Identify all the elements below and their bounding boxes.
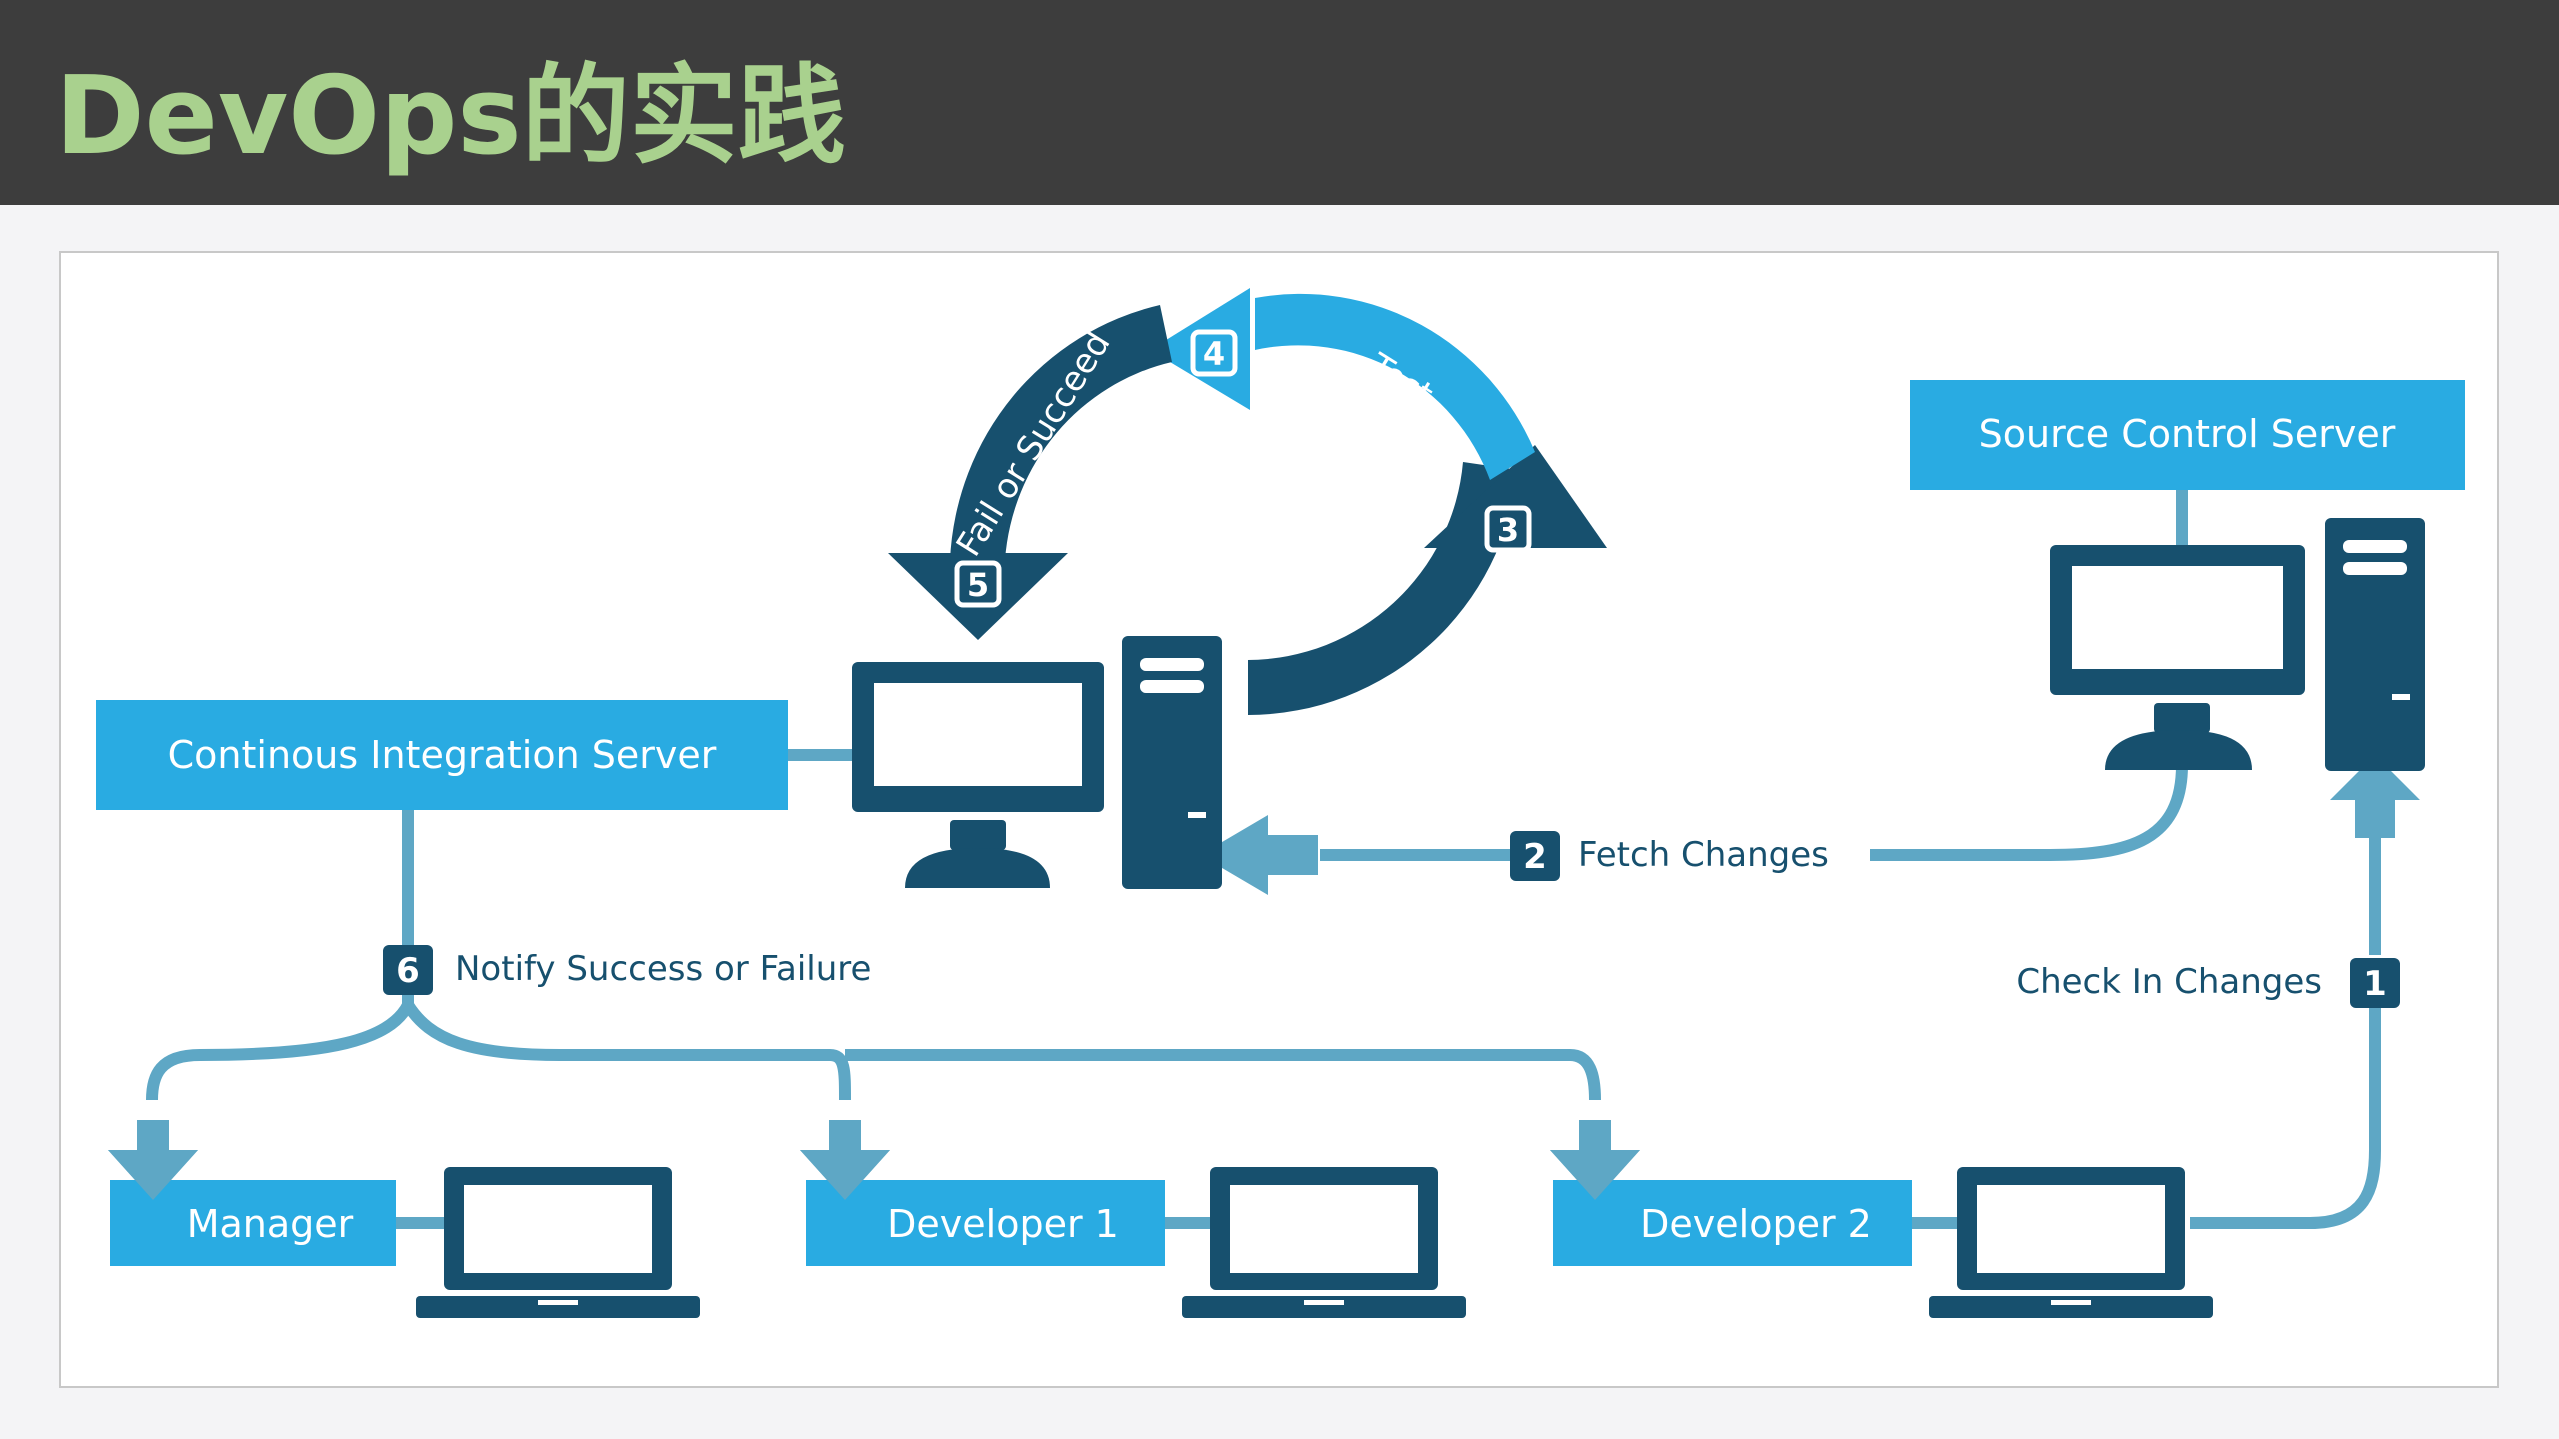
svg-text:Developer 1: Developer 1 — [887, 1202, 1119, 1246]
developer2-box: Developer 2 — [1553, 1180, 1912, 1266]
ci-server-box: Continous Integration Server — [96, 700, 788, 810]
cycle-label-fail-or-succeed: Fail or Succeed — [949, 325, 1119, 564]
step-badge-3: 3 — [1484, 505, 1532, 553]
manager-box: Manager — [110, 1180, 396, 1266]
svg-text:6: 6 — [396, 951, 420, 991]
source-workstation-icon — [2050, 518, 2425, 771]
fetch-arrowhead — [1200, 815, 1318, 895]
fail-succeed-arc — [950, 305, 1172, 560]
test-arrowhead — [1150, 288, 1250, 410]
svg-text:Continous Integration Server: Continous Integration Server — [168, 733, 717, 777]
developer2-laptop-icon — [1929, 1167, 2213, 1318]
step-badge-4: 4 — [1190, 329, 1238, 377]
svg-text:3: 3 — [1497, 511, 1519, 549]
step-6-notify: 6 Notify Success or Failure — [383, 945, 871, 995]
svg-text:5: 5 — [967, 566, 989, 604]
connectors — [146, 490, 2381, 1229]
svg-text:Fetch Changes: Fetch Changes — [1578, 835, 1829, 875]
svg-text:1: 1 — [2363, 964, 2387, 1004]
manager-laptop-icon — [416, 1167, 700, 1318]
fail-succeed-arrowhead — [888, 553, 1068, 640]
build-arrowhead — [1424, 445, 1607, 548]
developer1-laptop-icon — [1182, 1167, 1466, 1318]
step-1-check-in-changes: 1 Check In Changes — [2016, 958, 2400, 1008]
ci-cycle: 3 4 5 Test Build Fail or Succeed — [888, 288, 1607, 715]
svg-text:4: 4 — [1203, 335, 1225, 373]
svg-text:Notify Success or Failure: Notify Success or Failure — [455, 949, 871, 989]
source-tower-icon — [2325, 518, 2425, 771]
ci-workstation-icon — [852, 636, 1222, 889]
svg-text:Developer 2: Developer 2 — [1640, 1202, 1872, 1246]
developer1-box: Developer 1 — [806, 1180, 1165, 1266]
svg-text:2: 2 — [1523, 837, 1547, 877]
page-title: DevOps的实践 — [55, 54, 846, 179]
svg-text:Manager: Manager — [187, 1202, 354, 1246]
test-arc — [1255, 293, 1535, 480]
check-in-arrowhead — [2330, 755, 2420, 838]
step-badge-5: 5 — [954, 560, 1002, 608]
step-2-fetch-changes: 2 Fetch Changes — [1510, 831, 1829, 881]
svg-text:Check In Changes: Check In Changes — [2016, 962, 2322, 1002]
svg-text:Source Control Server: Source Control Server — [1979, 412, 2396, 456]
ci-user-icon — [905, 848, 1050, 888]
source-control-box: Source Control Server — [1910, 380, 2465, 490]
ci-tower-icon — [1122, 636, 1222, 889]
slide-header: DevOps的实践 — [0, 0, 2559, 205]
source-user-icon — [2105, 730, 2252, 770]
